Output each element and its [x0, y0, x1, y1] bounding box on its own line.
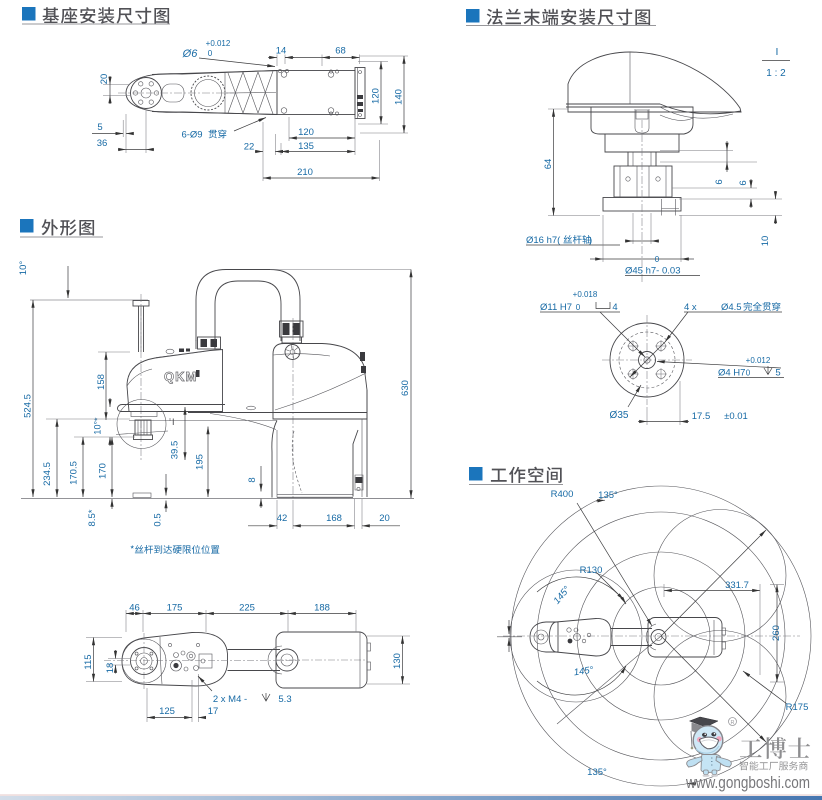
- svg-text:Ø35: Ø35: [610, 410, 629, 421]
- svg-text:120: 120: [298, 127, 314, 138]
- svg-text:17.5: 17.5: [692, 411, 711, 422]
- svg-text:): ): [589, 235, 592, 246]
- svg-text:R400: R400: [551, 489, 574, 500]
- svg-text:39.5: 39.5: [170, 441, 181, 460]
- svg-text:R175: R175: [786, 702, 809, 713]
- svg-text:+0.018: +0.018: [573, 290, 598, 299]
- svg-text:Ø4 H7: Ø4 H7: [718, 368, 745, 379]
- svg-text:0.5: 0.5: [153, 513, 164, 526]
- svg-text:18: 18: [105, 663, 116, 674]
- svg-text:0: 0: [655, 255, 660, 264]
- svg-text:QKM: QKM: [164, 369, 197, 384]
- svg-text:195: 195: [195, 454, 206, 470]
- svg-text:Ø6: Ø6: [182, 48, 199, 60]
- svg-text:170: 170: [98, 463, 109, 479]
- svg-text:234.5: 234.5: [42, 462, 53, 486]
- svg-text:64: 64: [543, 159, 554, 170]
- svg-text:158: 158: [96, 374, 107, 390]
- svg-text:10: 10: [760, 236, 771, 247]
- svg-text:www.gongboshi.com: www.gongboshi.com: [685, 774, 810, 792]
- svg-text:145°: 145°: [573, 665, 594, 679]
- svg-text:2 x M4 -: 2 x M4 -: [213, 694, 247, 705]
- svg-text:4 x: 4 x: [684, 302, 697, 313]
- svg-text:0: 0: [746, 369, 751, 378]
- svg-text:331.7: 331.7: [725, 580, 749, 591]
- svg-text:130: 130: [392, 653, 403, 669]
- svg-text:0: 0: [208, 49, 213, 58]
- svg-text:68: 68: [335, 46, 346, 57]
- svg-text:8: 8: [247, 477, 258, 482]
- svg-text:Ø4.5: Ø4.5: [721, 302, 742, 313]
- svg-text:135°: 135°: [598, 490, 618, 501]
- svg-text:I: I: [776, 46, 779, 58]
- svg-text:8.5*: 8.5*: [87, 509, 98, 526]
- svg-text:14: 14: [276, 46, 287, 57]
- svg-text:R: R: [731, 720, 735, 726]
- svg-text:168: 168: [326, 513, 342, 524]
- svg-text:I: I: [172, 417, 175, 427]
- svg-text:5.3: 5.3: [278, 694, 291, 705]
- svg-text:140: 140: [394, 89, 405, 105]
- svg-text:175: 175: [167, 603, 183, 614]
- svg-text:0.03: 0.03: [662, 266, 681, 277]
- svg-text:R130: R130: [580, 565, 603, 576]
- svg-text:115: 115: [83, 654, 94, 669]
- svg-text:1 : 2: 1 : 2: [766, 68, 786, 79]
- svg-text:630: 630: [400, 380, 411, 396]
- svg-text:36: 36: [97, 138, 108, 149]
- svg-text:135: 135: [298, 141, 314, 152]
- svg-text:210: 210: [297, 167, 313, 178]
- svg-text:10°*: 10°*: [93, 417, 103, 435]
- svg-text:188: 188: [314, 603, 330, 614]
- svg-text:46: 46: [129, 603, 140, 614]
- svg-text:4: 4: [612, 302, 617, 313]
- svg-text:524.5: 524.5: [23, 394, 34, 418]
- svg-text:+0.012: +0.012: [746, 356, 771, 365]
- svg-text:120: 120: [371, 88, 382, 104]
- svg-text:Ø45 h7-: Ø45 h7-: [625, 266, 659, 277]
- svg-text:135°: 135°: [587, 767, 607, 778]
- svg-text:Ø16 h7(: Ø16 h7(: [526, 235, 561, 246]
- svg-text:20: 20: [379, 513, 390, 524]
- svg-text:+0.012: +0.012: [206, 39, 231, 48]
- svg-text:145°: 145°: [552, 584, 573, 606]
- svg-text:5: 5: [775, 368, 780, 379]
- svg-text:42: 42: [277, 513, 288, 524]
- svg-text:0: 0: [576, 303, 581, 312]
- svg-text:260: 260: [771, 625, 782, 641]
- svg-text:±0.01: ±0.01: [724, 411, 748, 422]
- svg-text:225: 225: [239, 603, 255, 614]
- svg-text:20: 20: [99, 74, 110, 85]
- svg-text:17: 17: [208, 706, 219, 717]
- svg-text:10°: 10°: [18, 261, 29, 276]
- svg-text:5: 5: [97, 122, 102, 133]
- svg-text:170.5: 170.5: [69, 461, 80, 485]
- svg-text:125: 125: [159, 706, 175, 717]
- svg-text:6-Ø9: 6-Ø9: [181, 130, 202, 141]
- svg-text:22: 22: [244, 142, 255, 153]
- svg-text:Ø11 H7: Ø11 H7: [540, 302, 572, 313]
- svg-text:6: 6: [714, 179, 725, 184]
- svg-text:6: 6: [738, 180, 749, 185]
